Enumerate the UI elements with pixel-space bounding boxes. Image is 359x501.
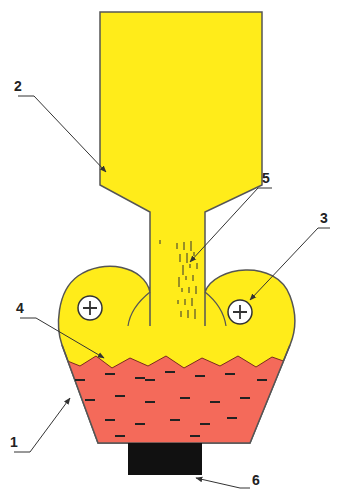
- neck-wall: [150, 292, 205, 326]
- callout-number: 4: [16, 300, 24, 316]
- callout-number: 3: [320, 210, 328, 226]
- electrode-right: [228, 300, 252, 324]
- callout-number: 5: [262, 170, 270, 186]
- base-block: [128, 443, 202, 475]
- negative-charges: [75, 372, 267, 436]
- vessel-outline: [62, 345, 290, 443]
- lobe-curl: [128, 292, 150, 326]
- leader-lines: [14, 96, 330, 488]
- callout-number: 1: [10, 434, 18, 450]
- falling-particles: [160, 240, 197, 319]
- electrode-left: [78, 296, 102, 320]
- callout-number: 6: [252, 472, 260, 488]
- lobe-curl: [205, 292, 226, 326]
- callout-number: 2: [14, 78, 22, 94]
